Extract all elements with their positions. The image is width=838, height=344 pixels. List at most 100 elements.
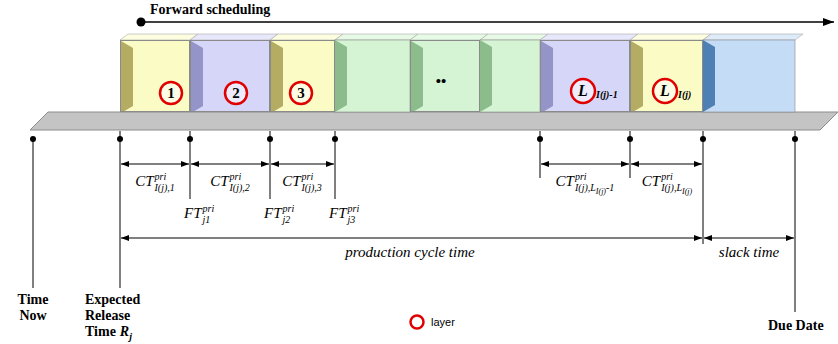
symbol-label: FT xyxy=(264,205,282,221)
symbol-label: CT xyxy=(135,173,153,189)
forward-arrow xyxy=(141,21,834,22)
tick-lines xyxy=(33,131,795,312)
tick-line xyxy=(703,131,704,244)
span-label: slack time xyxy=(719,245,779,260)
subscript: I(j) xyxy=(596,187,606,196)
symbol-label: CT xyxy=(642,173,660,189)
bar-face xyxy=(541,41,553,111)
bar-top xyxy=(480,34,548,40)
subscript-row: j3 xyxy=(348,215,360,226)
layer-number: 2 xyxy=(232,86,240,101)
bar-shape xyxy=(271,41,334,111)
label-group: CTpriI(j),LI(j) xyxy=(642,172,692,193)
symbol-label: CT xyxy=(282,173,300,189)
subscript: I(j),L xyxy=(575,182,596,193)
label-group: CTpriI(j),3 xyxy=(282,172,322,193)
bar-shape xyxy=(191,41,269,111)
tick-dots xyxy=(30,136,798,142)
bar-shape xyxy=(541,41,629,111)
layer-subscript: I(j) xyxy=(678,90,691,100)
subscript-row: j1 xyxy=(203,215,215,226)
label-group: CTpriI(j),LI(j)-1 xyxy=(556,172,615,193)
layer-number: •• xyxy=(436,74,447,89)
symbol-label: FT xyxy=(329,205,347,221)
subscript: j1 xyxy=(203,214,211,225)
subscript-row: I(j),LI(j) xyxy=(661,183,692,194)
bar-face xyxy=(335,40,347,112)
bar-face xyxy=(703,40,715,112)
superscript: pri xyxy=(203,204,215,215)
script-stack: priI(j),LI(j) xyxy=(661,172,692,193)
dimension-arrow xyxy=(631,164,702,165)
superscript: pri xyxy=(283,204,295,215)
layer-number: L xyxy=(578,83,588,99)
script-stack: prij2 xyxy=(283,204,295,225)
tick-line xyxy=(120,131,121,288)
label-group: FTprij1 xyxy=(184,204,214,225)
script-stack: prij3 xyxy=(348,204,360,225)
time-label: Time Now xyxy=(8,292,58,324)
subscript-row: j2 xyxy=(283,215,295,226)
direction-label: Forward scheduling xyxy=(150,3,270,17)
tick-dot xyxy=(332,136,338,142)
bar-face xyxy=(631,41,643,111)
tick-dot xyxy=(700,136,706,142)
bar-face xyxy=(121,41,133,111)
layer-number: L xyxy=(660,83,670,99)
bar-top xyxy=(703,34,803,40)
ellipsis-bar: •• xyxy=(410,40,480,112)
superscript: pri xyxy=(348,204,360,215)
script-stack: priI(j),2 xyxy=(230,172,250,193)
subscript: I(j),1 xyxy=(155,182,175,193)
layer-subscript: I(j)-1 xyxy=(596,90,618,100)
legend-text: layer xyxy=(431,316,455,328)
layer-circle xyxy=(225,82,247,104)
subscript: j xyxy=(129,331,132,342)
script-stack: priI(j),1 xyxy=(155,172,175,193)
span-label: production cycle time xyxy=(345,245,474,260)
label-group: FTprij2 xyxy=(264,204,294,225)
layer-circle xyxy=(411,316,424,329)
dimension-arrow xyxy=(191,164,269,165)
label-group: CTpriI(j),1 xyxy=(135,172,175,193)
subscript-row: I(j),1 xyxy=(155,183,175,194)
symbol-label: R xyxy=(120,324,129,339)
dimension-arrow xyxy=(541,164,629,165)
superscript: pri xyxy=(302,172,322,183)
tick-dot xyxy=(792,136,798,142)
bar-face xyxy=(480,40,492,112)
superscript: pri xyxy=(661,172,692,183)
script-stack: priI(j),3 xyxy=(302,172,322,193)
symbol-label: CT xyxy=(210,173,228,189)
layer-bar xyxy=(335,40,410,112)
subscript: -1 xyxy=(606,182,614,193)
tick-line xyxy=(33,139,34,288)
bar-face xyxy=(411,41,423,111)
bar-face xyxy=(271,41,283,111)
tick-line xyxy=(795,131,796,312)
tick-dot xyxy=(117,136,123,142)
subscript: I(j),L xyxy=(661,182,682,193)
slack-bar xyxy=(703,40,795,112)
layer-bar: 1 xyxy=(120,40,190,112)
layer-circle xyxy=(160,82,182,104)
layer-circle xyxy=(653,79,677,103)
tick-dot xyxy=(267,136,273,142)
superscript: pri xyxy=(575,172,614,183)
script-stack: priI(j),LI(j)-1 xyxy=(575,172,614,193)
subscript: j2 xyxy=(283,214,291,225)
layer-bar: L I(j)-1 xyxy=(540,40,630,112)
time-label: Due Date xyxy=(768,318,824,334)
superscript: pri xyxy=(155,172,175,183)
dimension-arrow xyxy=(121,238,702,239)
layer-circle xyxy=(571,79,595,103)
label-group: CTpriI(j),2 xyxy=(210,172,250,193)
tick-dot xyxy=(537,136,543,142)
layer-number: 3 xyxy=(297,86,305,101)
label-group: Expected Release TimeRj xyxy=(85,292,155,342)
tick-dot xyxy=(627,136,633,142)
layer-number: 1 xyxy=(167,86,175,101)
legend-swatch xyxy=(408,313,426,331)
dimension-arrow xyxy=(271,164,334,165)
subscript: j3 xyxy=(348,214,356,225)
